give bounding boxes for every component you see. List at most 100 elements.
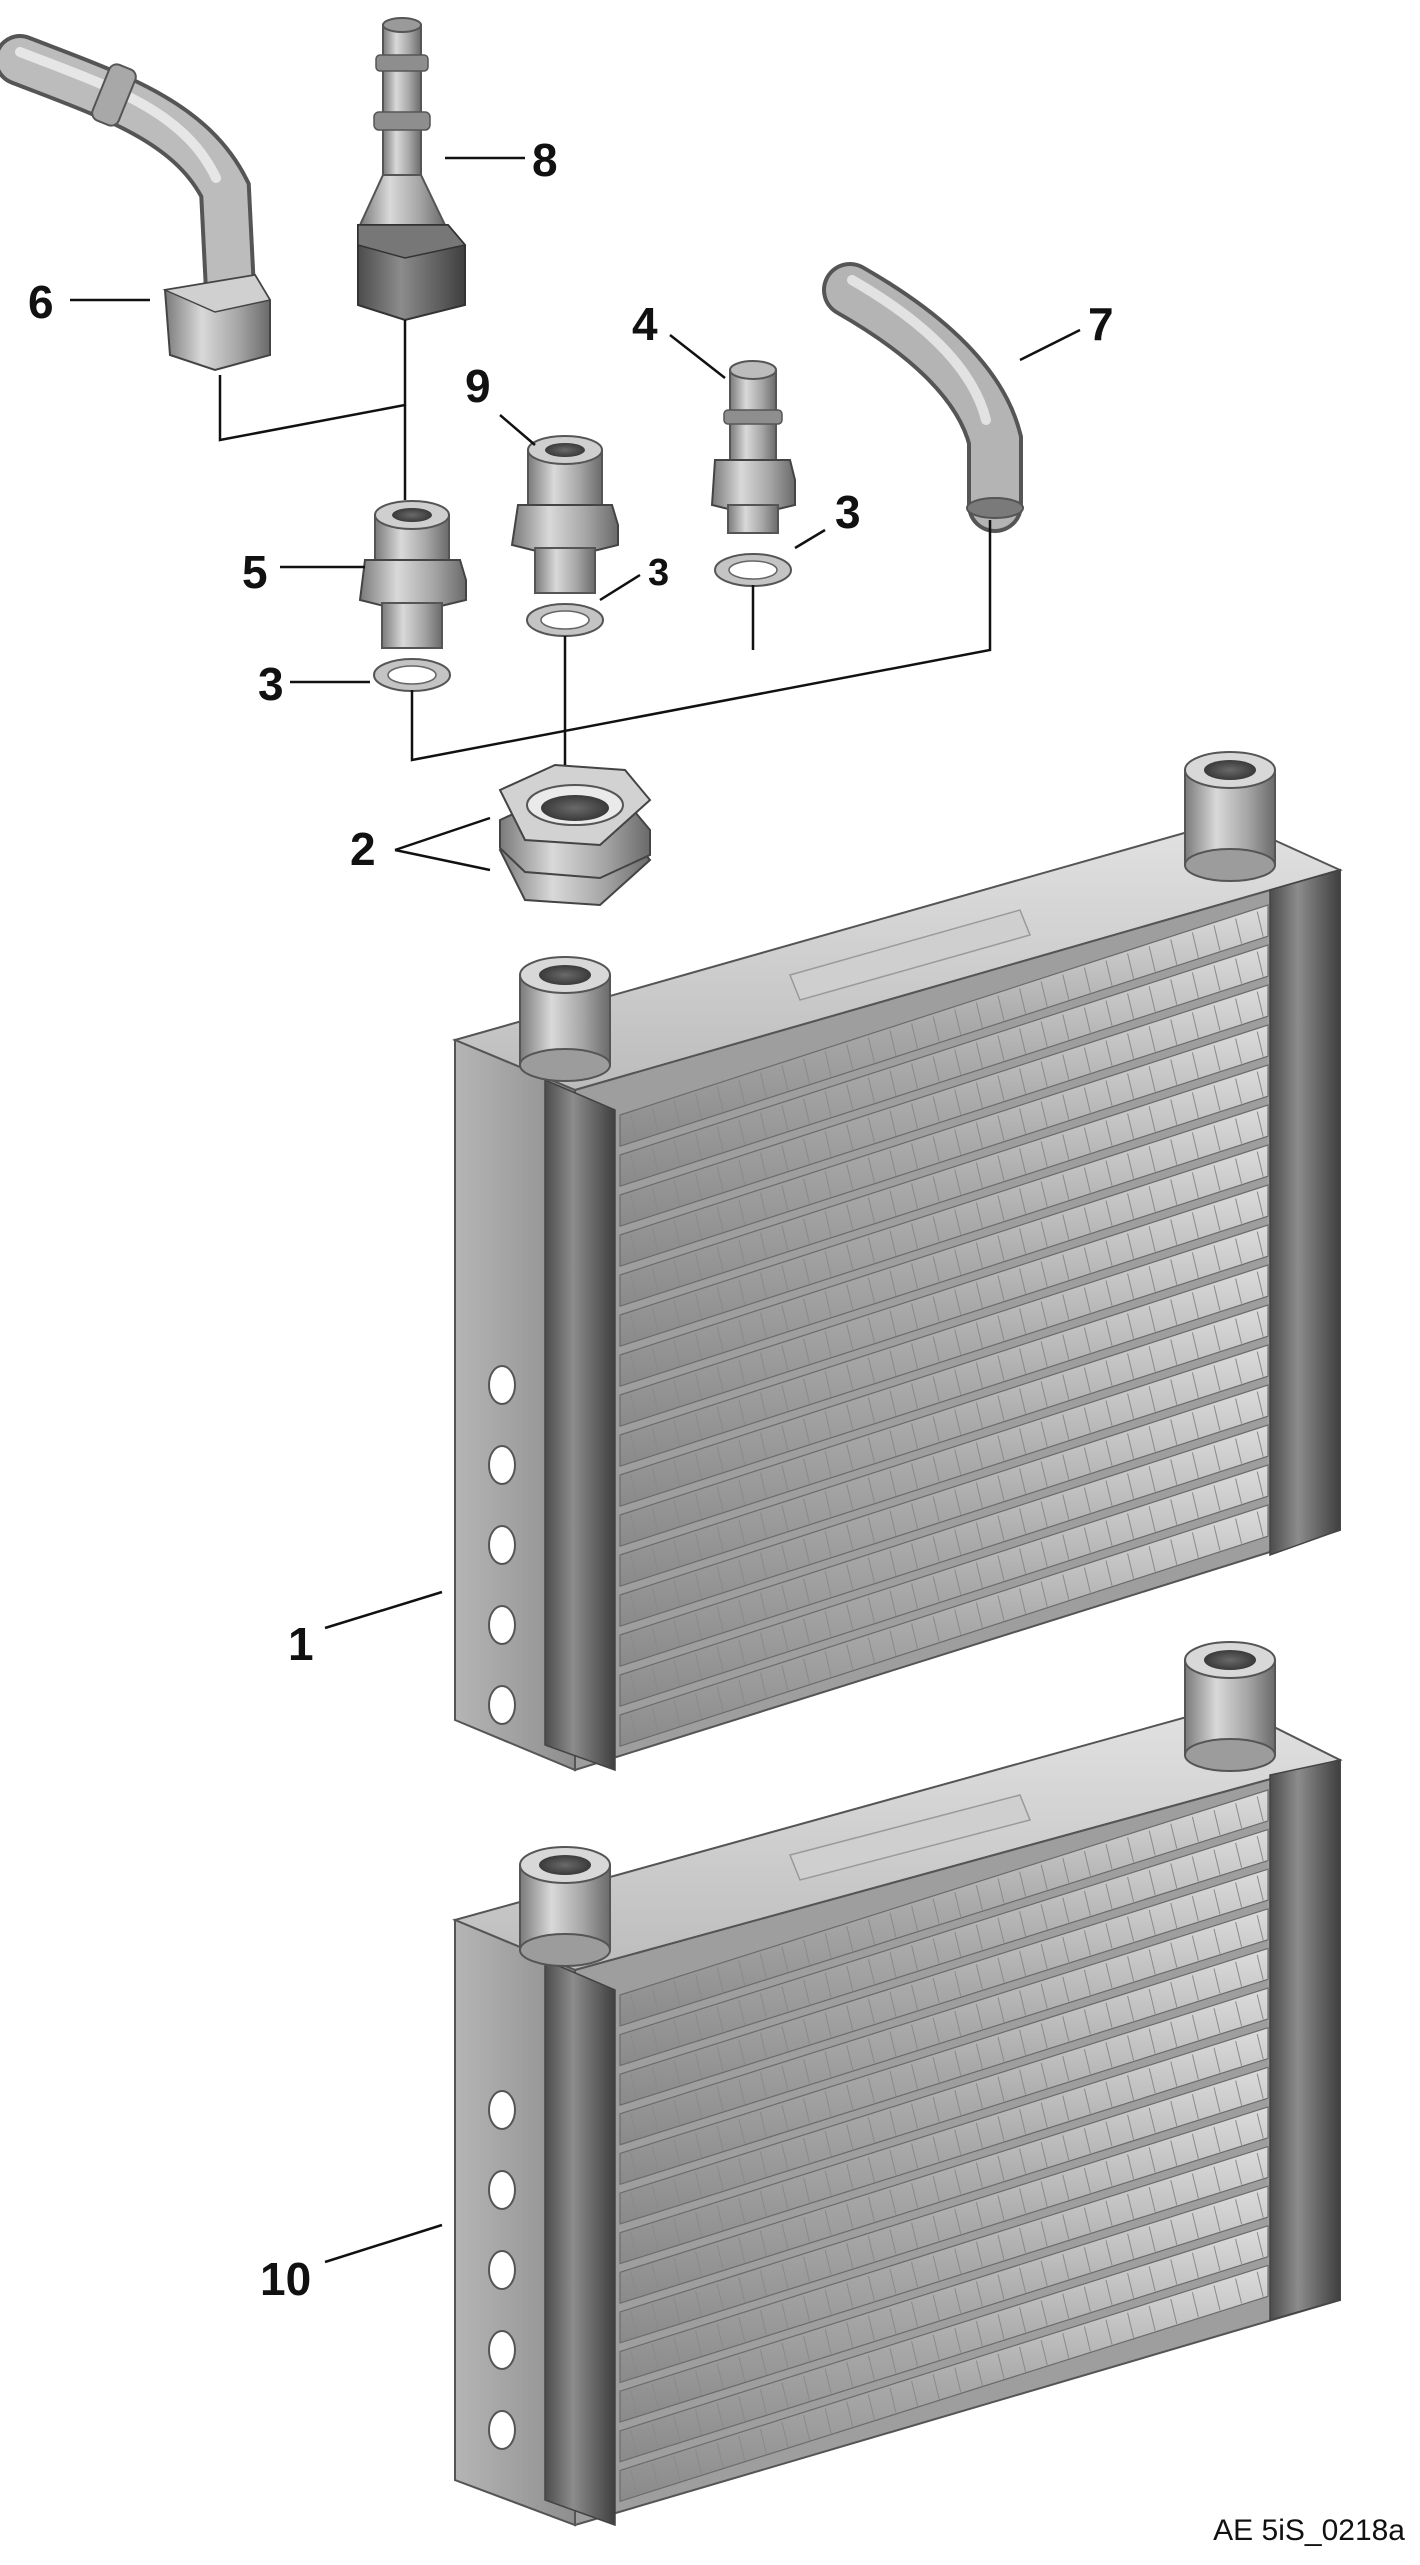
fin-corrugation <box>738 2039 746 2065</box>
fin-corrugation <box>1148 2266 1156 2292</box>
fin-corrugation <box>695 2449 703 2475</box>
fin-corrugation <box>997 1235 1005 1261</box>
fin-corrugation <box>1083 2326 1091 2352</box>
fin-corrugation <box>911 1583 919 1609</box>
fin-corrugation <box>673 2258 681 2284</box>
fin-corrugation <box>1040 2141 1048 2168</box>
fin-corrugation <box>1105 1120 1113 1146</box>
fin-corrugation <box>716 2402 724 2429</box>
fin-corrugation <box>695 2211 703 2237</box>
fin-corrugation <box>997 1075 1005 1101</box>
fin-corrugation <box>1083 1407 1091 1433</box>
fin-corrugation <box>889 2031 897 2057</box>
fin-corrugation <box>630 1114 638 1140</box>
fin-corrugation <box>1127 2074 1135 2101</box>
fin-corrugation <box>889 1630 897 1656</box>
fin-corrugation <box>846 1284 854 1310</box>
fin-corrugation <box>1213 2047 1221 2073</box>
fin-corrugation <box>954 2327 962 2353</box>
fin-corrugation <box>867 2038 875 2064</box>
fin-corrugation <box>1019 1468 1027 1494</box>
fin-corrugation <box>695 1333 703 1359</box>
fin-corrugation <box>1148 1830 1156 1856</box>
fin-corrugation <box>975 1562 983 1588</box>
mounting-hole <box>488 2410 516 2450</box>
fin-corrugation <box>738 2237 746 2263</box>
fin-corrugation <box>1040 1864 1048 1890</box>
fin-corrugation <box>738 1559 746 1585</box>
fin-row <box>619 1987 1269 2225</box>
fin-corrugation <box>911 1383 919 1409</box>
fin-corrugation <box>803 2177 811 2203</box>
fin-corrugation <box>1191 1252 1199 1278</box>
cooler-fins-lower <box>619 1789 1269 2503</box>
fin-corrugation <box>1062 2055 1070 2082</box>
fin-corrugation <box>651 2264 659 2291</box>
callout-7: 7 <box>1088 298 1114 350</box>
fin-corrugation <box>1191 2212 1199 2239</box>
fin-corrugation <box>1062 1294 1070 1320</box>
fin-row <box>619 2106 1269 2344</box>
fin-corrugation <box>1105 1923 1113 1949</box>
fin-corrugation <box>1148 1466 1156 1492</box>
fin-corrugation <box>738 2158 746 2184</box>
fin-corrugation <box>781 1545 789 1571</box>
fin-corrugation <box>673 2376 681 2403</box>
fin-corrugation <box>781 1465 789 1491</box>
fin-corrugation <box>803 2019 811 2045</box>
fin-corrugation <box>997 1555 1005 1581</box>
fin-corrugation <box>1235 1438 1243 1464</box>
fin-corrugation <box>630 1314 638 1340</box>
fin-corrugation <box>1170 1459 1178 1485</box>
fin-corrugation <box>1019 1268 1027 1294</box>
fin-corrugation <box>1062 1454 1070 1480</box>
fin-corrugation <box>1040 1341 1048 1367</box>
fin-corrugation <box>1256 1111 1264 1137</box>
fin-corrugation <box>1256 1271 1264 1297</box>
fin-corrugation <box>975 2320 983 2347</box>
fin-corrugation <box>716 2244 724 2270</box>
fin-corrugation <box>1019 2148 1027 2174</box>
fin-corrugation <box>1127 1353 1135 1379</box>
fin-corrugation <box>1148 1949 1156 1975</box>
fin-corrugation <box>781 2065 789 2091</box>
fin-corrugation <box>630 2232 638 2258</box>
fin-corrugation <box>1256 2271 1264 2297</box>
fin-corrugation <box>1256 1954 1264 1980</box>
fin-corrugation <box>954 1609 962 1635</box>
fin-corrugation <box>630 2469 638 2495</box>
oil-cooler-lower <box>451 1641 1343 2527</box>
fin-corrugation <box>1213 1968 1221 1994</box>
fin-corrugation <box>1213 1445 1221 1471</box>
fin-corrugation <box>738 1159 746 1185</box>
fin-corrugation <box>651 1387 659 1413</box>
fin-corrugation <box>1105 960 1113 986</box>
fin-corrugation <box>1170 1299 1178 1325</box>
fin-corrugation <box>1127 1033 1135 1059</box>
fin-corrugation <box>673 1980 681 2006</box>
fin-corrugation <box>1170 1019 1178 1045</box>
fin-corrugation <box>1040 2340 1048 2366</box>
fin-row <box>619 1144 1269 1388</box>
fin-corrugation <box>954 1329 962 1355</box>
fin-corrugation <box>824 1291 832 1317</box>
fin-corrugation <box>1019 1588 1027 1614</box>
fin-corrugation <box>716 1366 724 1392</box>
fin-corrugation <box>867 2355 875 2381</box>
fin-corrugation <box>846 1044 854 1070</box>
fin-corrugation <box>1127 1473 1135 1499</box>
fin-corrugation <box>1213 1849 1221 1875</box>
fin-corrugation <box>759 1232 767 1258</box>
fin-corrugation <box>781 1385 789 1411</box>
fin-corrugation <box>651 1187 659 1213</box>
fin-corrugation <box>803 1218 811 1244</box>
fin-corrugation <box>932 1256 940 1282</box>
fin-corrugation <box>954 2090 962 2116</box>
fin-corrugation <box>759 2428 767 2454</box>
fin-corrugation <box>889 1190 897 1216</box>
fin-corrugation <box>673 1540 681 1566</box>
fin-corrugation <box>954 1049 962 1075</box>
fin-corrugation <box>1213 2206 1221 2232</box>
fin-corrugation <box>954 1931 962 1957</box>
fin-row <box>619 1464 1269 1708</box>
